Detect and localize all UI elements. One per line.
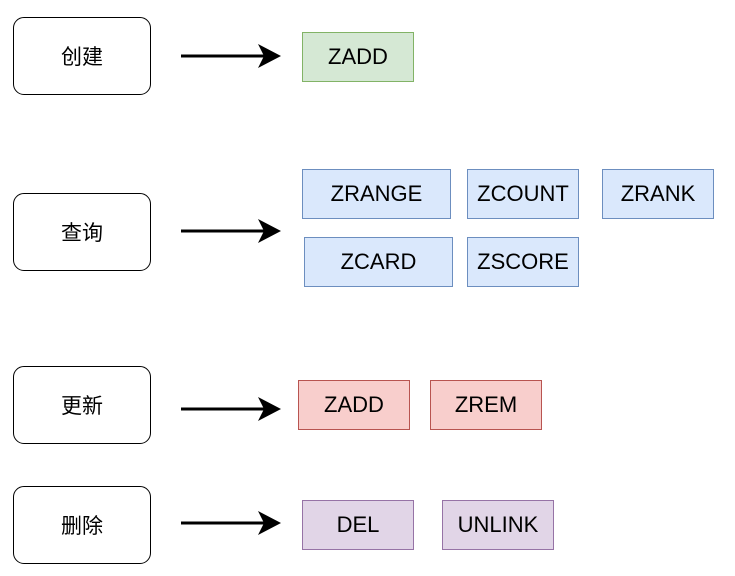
- command-update-zrem: ZREM: [430, 380, 542, 430]
- arrow-update: [181, 397, 281, 421]
- command-query-zcount: ZCOUNT: [467, 169, 579, 219]
- arrow-create: [181, 44, 281, 68]
- operation-delete: 删除: [13, 486, 151, 564]
- operation-query: 查询: [13, 193, 151, 271]
- command-query-zrange: ZRANGE: [302, 169, 451, 219]
- command-query-zrank: ZRANK: [602, 169, 714, 219]
- command-query-zcard: ZCARD: [304, 237, 453, 287]
- arrow-delete: [181, 511, 281, 535]
- command-update-zadd: ZADD: [298, 380, 410, 430]
- arrow-query: [181, 219, 281, 243]
- command-query-zscore: ZSCORE: [467, 237, 579, 287]
- command-delete-del: DEL: [302, 500, 414, 550]
- command-delete-unlink: UNLINK: [442, 500, 554, 550]
- operation-update: 更新: [13, 366, 151, 444]
- command-create-zadd: ZADD: [302, 32, 414, 82]
- operation-create: 创建: [13, 17, 151, 95]
